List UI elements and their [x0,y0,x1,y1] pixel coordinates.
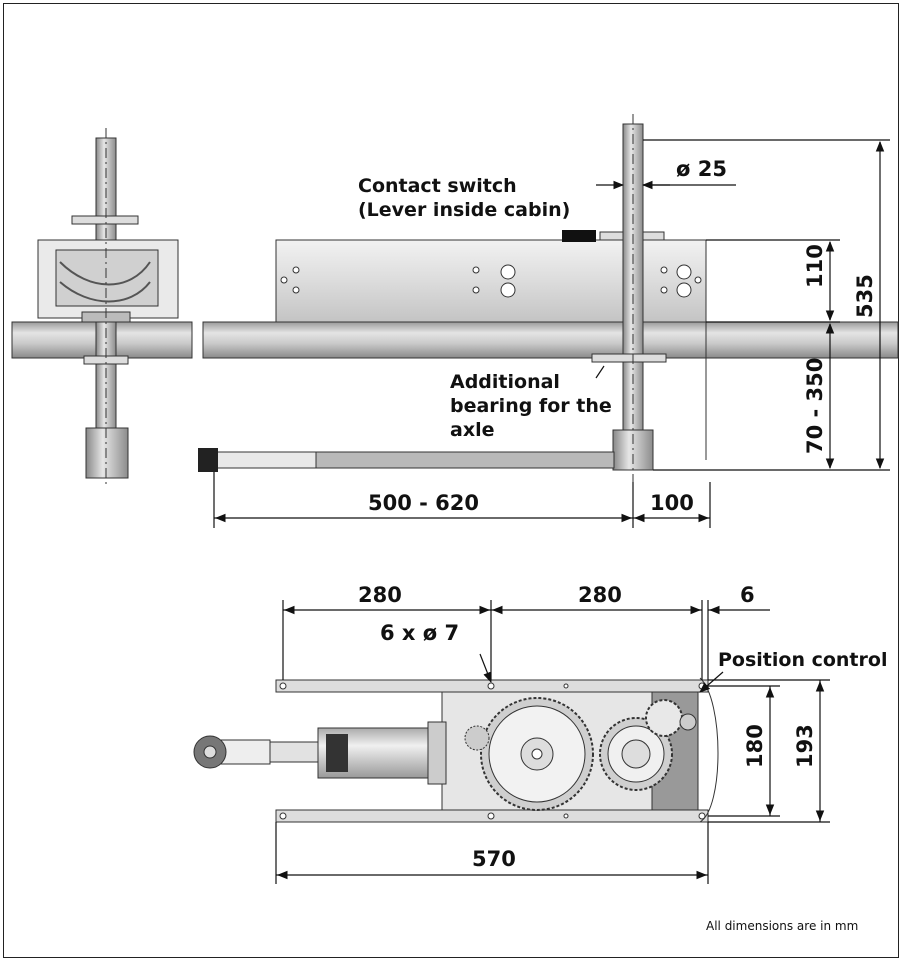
dim-total-height: 535 [853,274,877,318]
position-control-label: Position control [718,649,887,671]
additional-bearing [591,353,667,363]
dim-axle-diameter: ø 25 [676,157,727,181]
holes-label: 6 x ø 7 [380,621,459,645]
dim-plate-length: 570 [472,847,516,871]
contact-switch-label-1: Contact switch [358,175,517,197]
bearing-label-3: axle [450,419,494,441]
drawing-frame [3,3,899,958]
roller-left [85,427,129,479]
dim-arm-length: 500 - 620 [368,491,479,515]
pinion-gear [464,725,490,751]
dim-edge-offset: 6 [740,583,755,607]
side-view-main [198,114,899,482]
dim-hole-pitch-right: 280 [578,583,622,607]
dim-hole-pitch-left: 280 [358,583,402,607]
contact-switch [562,230,596,242]
guide-roller [198,448,218,472]
units-footnote: All dimensions are in mm [706,919,858,933]
drawing-labels: Contact switch (Lever inside cabin) Addi… [358,157,887,933]
dim-arm-height: 70 - 350 [803,358,827,454]
contact-switch-label-2: (Lever inside cabin) [358,199,570,221]
dimension-lines [213,139,890,884]
rail-main [202,321,899,359]
top-view [193,677,719,823]
position-control-gear [645,699,683,737]
dim-plate-outer-width: 193 [793,724,817,768]
dim-plate-inner-width: 180 [743,724,767,768]
lever-arm [313,451,615,469]
side-view-left [11,128,193,488]
dim-box-height: 110 [803,244,827,288]
bearing-label-1: Additional [450,371,560,393]
bearing-label-2: bearing for the [450,395,612,417]
dim-arm-offset: 100 [650,491,694,515]
